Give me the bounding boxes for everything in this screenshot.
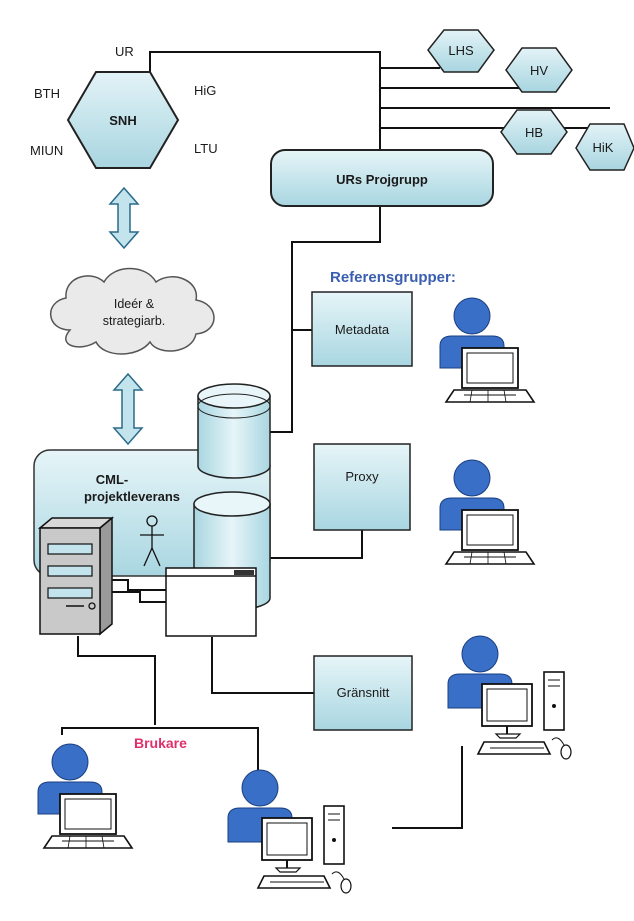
member-ur: UR [115, 44, 134, 59]
satellite-lhs: LHS [427, 29, 495, 73]
person-desktop-icon-gransnitt [447, 635, 572, 760]
person-desktop-icon-user [227, 769, 352, 894]
cloud-label-line1: Ideér & [114, 297, 155, 311]
snh-hub: SNH UR HiG BTH MIUN LTU [30, 44, 218, 169]
satellite-hb-label: HB [525, 125, 543, 140]
project-group-box [270, 149, 494, 207]
cloud-label-line2: strategiarb. [103, 314, 166, 328]
cml-label-line1: CML- [96, 472, 129, 487]
person-laptop-icon-user [37, 743, 133, 849]
app-window-icon [165, 567, 257, 637]
database-cylinder-top [197, 383, 271, 479]
satellite-lhs-label: LHS [448, 43, 474, 58]
satellite-hexagons: LHS HV HB HiK [427, 29, 634, 171]
reference-box-proxy: Proxy [313, 443, 411, 531]
member-hig: HiG [194, 83, 216, 98]
snh-hexagon [66, 71, 180, 169]
reference-groups-title: Referensgrupper: [330, 269, 456, 286]
member-miun: MIUN [30, 143, 63, 158]
satellite-hv-label: HV [530, 63, 548, 78]
users-title: Brukare [134, 735, 187, 751]
project-group-label: URs Projgrupp [336, 172, 428, 187]
ideas-cloud: Ideér & strategiarb. [49, 267, 215, 355]
server-tower-icon [37, 516, 115, 636]
double-arrow-top [108, 186, 140, 250]
project-group: URs Projgrupp [270, 149, 494, 207]
person-laptop-icon-proxy [439, 459, 535, 565]
snh-label: SNH [109, 113, 136, 128]
cml-label-line2: projektleverans [84, 489, 180, 504]
satellite-hik-label: HiK [593, 140, 614, 155]
gransnitt-label: Gränsnitt [337, 685, 390, 700]
double-arrow-bottom [112, 372, 144, 446]
member-bth: BTH [34, 86, 60, 101]
person-laptop-icon-metadata [439, 297, 535, 403]
proxy-label: Proxy [345, 469, 379, 484]
reference-box-metadata: Metadata [311, 291, 413, 367]
server-connectors [112, 579, 166, 603]
connector-lines [61, 51, 610, 829]
reference-box-gransnitt: Gränsnitt [313, 655, 413, 731]
satellite-hb: HB [500, 109, 568, 155]
satellite-hv: HV [505, 47, 573, 93]
satellite-hik: HiK [575, 123, 634, 171]
stick-figure-icon [140, 515, 164, 567]
line-snh-to-group [149, 51, 381, 150]
member-ltu: LTU [194, 141, 218, 156]
metadata-label: Metadata [335, 322, 390, 337]
